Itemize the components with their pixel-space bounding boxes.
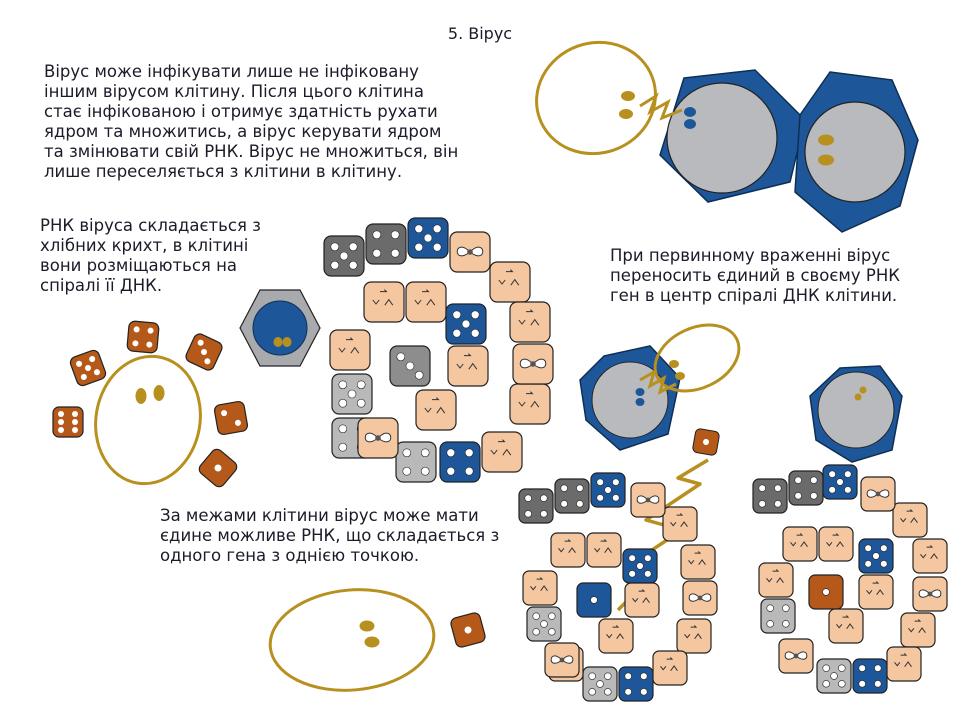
virus-with-crumbs <box>94 354 202 486</box>
rna-dot <box>859 386 867 394</box>
infected-cell-top <box>794 71 919 233</box>
dna-tile <box>858 574 894 610</box>
dna-tile <box>481 431 523 473</box>
dna-die <box>439 441 481 483</box>
infected-cell-bottom <box>809 365 903 463</box>
cell-nucleus <box>817 371 895 449</box>
dna-tile <box>912 538 948 574</box>
rna-dot <box>273 337 283 347</box>
crumb-die <box>52 406 84 438</box>
dna-tile <box>662 506 698 542</box>
virus-capsule <box>94 354 202 486</box>
dna-die <box>395 441 437 483</box>
dna-tile <box>652 650 688 686</box>
gene-dot <box>635 388 645 396</box>
paragraph-primary-infection: При первинному враженні вірус переносить… <box>610 246 900 305</box>
dna-die <box>618 666 654 702</box>
dna-tile <box>586 532 622 568</box>
dna-tile <box>598 618 634 654</box>
page-title: 5. Вірус <box>447 24 513 43</box>
cell-nucleus <box>591 361 669 439</box>
dna-tile <box>818 526 854 562</box>
dna-tile <box>405 281 447 323</box>
dna-tile <box>415 389 457 431</box>
rna-dot <box>135 388 147 404</box>
dna-die <box>554 478 590 514</box>
virus-injection-zigzag <box>639 92 683 121</box>
paragraph-infection-rules: Вірус може інфікувати лише не інфіковану… <box>44 62 459 181</box>
dna-tile <box>892 502 928 538</box>
dna-tile <box>900 612 936 648</box>
dna-tile <box>447 345 489 387</box>
rna-dot <box>854 393 862 401</box>
gene-dot <box>684 107 696 117</box>
paragraph-outside-cell: За межами клітини вірус може мати єдине … <box>160 506 500 565</box>
dna-tile <box>550 532 586 568</box>
dna-die <box>760 598 796 634</box>
gene-dot <box>635 398 645 406</box>
dna-tile <box>509 383 551 425</box>
dna-tile <box>624 582 660 618</box>
virus-capsule <box>268 588 436 692</box>
dna-die <box>518 488 554 524</box>
crumb-die <box>213 400 249 436</box>
rna-dot <box>675 372 685 380</box>
virus-capsule <box>653 323 741 393</box>
dna-tile <box>489 261 531 303</box>
dna-tile <box>329 329 371 371</box>
dna-tile <box>509 301 551 343</box>
rna-dot <box>364 636 380 648</box>
dna-tile <box>676 618 712 654</box>
dna-tile <box>680 544 716 580</box>
dna-die <box>852 658 888 694</box>
dna-tile <box>522 570 558 606</box>
dna-tile <box>758 562 794 598</box>
cell-nucleus <box>666 82 778 194</box>
dna-spiral-main <box>323 217 554 483</box>
cell-nucleus <box>252 300 308 356</box>
rna-dot <box>669 360 679 368</box>
virus-capsule <box>535 40 657 156</box>
virus-entering-cell <box>535 40 806 203</box>
dna-tile <box>828 608 864 644</box>
small-cell <box>239 289 321 367</box>
dna-tile <box>782 526 818 562</box>
rna-dot <box>621 91 635 101</box>
rna-dot <box>619 109 633 119</box>
dna-die <box>365 223 407 265</box>
rna-dot <box>818 134 834 146</box>
paragraph-rna-crumbs: РНК віруса складається з хлібних крихт, … <box>40 216 261 295</box>
rna-dot <box>818 154 834 166</box>
rna-dot <box>153 385 165 401</box>
dna-die <box>752 478 788 514</box>
rna-dot <box>282 337 292 347</box>
dna-spiral-right <box>752 464 948 694</box>
bread-crumb-dice <box>52 320 249 488</box>
dna-spiral-infected <box>518 472 718 702</box>
dna-tile <box>886 646 922 682</box>
lone-virus <box>268 588 486 692</box>
dna-tile <box>363 281 405 323</box>
rna-dot <box>359 620 375 632</box>
gene-dot <box>684 119 696 129</box>
virus-injection-zigzag <box>639 368 677 395</box>
cell-nucleus <box>804 101 906 203</box>
crumb-die <box>126 320 160 354</box>
dna-die <box>788 470 824 506</box>
